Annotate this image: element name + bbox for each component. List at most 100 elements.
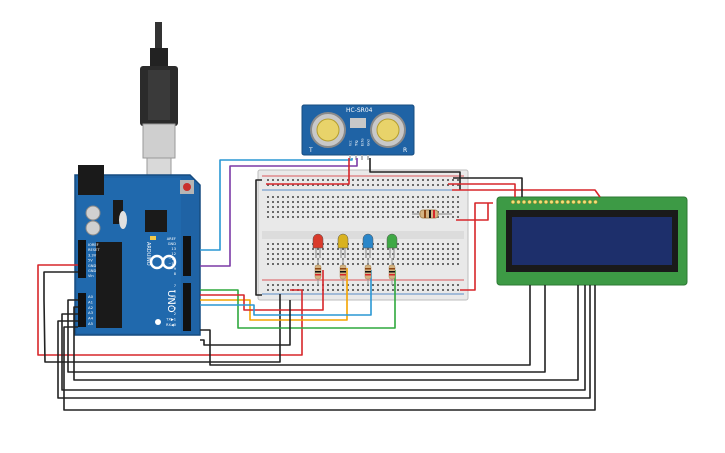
breadboard-hole [417, 284, 419, 286]
breadboard-hole [272, 284, 274, 286]
breadboard-hole [327, 243, 329, 245]
breadboard-hole [272, 196, 274, 198]
breadboard-hole [292, 184, 294, 186]
breadboard-hole [447, 216, 449, 218]
breadboard-hole [307, 263, 309, 265]
breadboard-hole [422, 248, 424, 250]
breadboard-hole [337, 201, 339, 203]
arduino-pin-labels: IOREFRESET3.3V5VGNDGNDVinA0A1A2A3A4A5ARE… [88, 237, 177, 327]
arduino-digital-pin-label: ~5 [171, 295, 176, 299]
capacitor-2 [85, 220, 101, 236]
breadboard-hole [312, 216, 314, 218]
breadboard-hole [342, 289, 344, 291]
breadboard-hole [332, 258, 334, 260]
breadboard-hole [457, 289, 459, 291]
breadboard-hole [287, 196, 289, 198]
breadboard-hole [392, 216, 394, 218]
breadboard-hole [382, 284, 384, 286]
breadboard-hole [432, 243, 434, 245]
breadboard-hole [437, 184, 439, 186]
breadboard-hole [347, 206, 349, 208]
arduino-power-pin-label: IOREF [88, 243, 99, 247]
breadboard-hole [272, 201, 274, 203]
breadboard-hole [407, 248, 409, 250]
breadboard-hole [302, 248, 304, 250]
breadboard-hole [407, 243, 409, 245]
wire-led-green [200, 270, 396, 329]
breadboard-hole [397, 184, 399, 186]
breadboard-hole [407, 184, 409, 186]
breadboard-hole [322, 201, 324, 203]
lcd-pin [516, 199, 521, 205]
wire-sensor-vcc [266, 158, 350, 185]
breadboard-hole [367, 216, 369, 218]
breadboard-hole [377, 179, 379, 181]
breadboard-hole [427, 253, 429, 255]
breadboard-hole [312, 289, 314, 291]
breadboard-hole [417, 196, 419, 198]
analog-header [78, 293, 86, 327]
usb-plug-neck [150, 48, 168, 68]
breadboard-hole [362, 211, 364, 213]
breadboard-hole [402, 184, 404, 186]
breadboard-hole [282, 216, 284, 218]
breadboard-hole [402, 243, 404, 245]
breadboard-hole [377, 248, 379, 250]
breadboard-hole [437, 206, 439, 208]
breadboard-hole [387, 289, 389, 291]
breadboard-hole [312, 253, 314, 255]
breadboard-hole [417, 263, 419, 265]
lcd-pin [510, 199, 516, 205]
breadboard-hole [372, 206, 374, 208]
breadboard-hole [457, 211, 459, 213]
breadboard-hole [352, 258, 354, 260]
wire-lcd-power [460, 202, 493, 291]
breadboard-hole [337, 258, 339, 260]
breadboard-hole [387, 263, 389, 265]
breadboard-hole [347, 196, 349, 198]
breadboard-hole [282, 248, 284, 250]
breadboard-hole [382, 258, 384, 260]
breadboard-hole [377, 253, 379, 255]
breadboard-hole [427, 248, 429, 250]
arduino-power-pin-label: RESET [88, 248, 100, 252]
lcd-pin [593, 199, 598, 205]
breadboard-hole [392, 184, 394, 186]
breadboard-hole [282, 289, 284, 291]
breadboard-hole [417, 289, 419, 291]
breadboard-hole [272, 258, 274, 260]
breadboard-hole [317, 201, 319, 203]
breadboard-hole [397, 211, 399, 213]
breadboard-hole [297, 206, 299, 208]
breadboard-hole [377, 243, 379, 245]
breadboard-hole [287, 248, 289, 250]
breadboard-hole [417, 179, 419, 181]
breadboard-hole [332, 206, 334, 208]
breadboard-hole [272, 243, 274, 245]
reset-button-cap[interactable] [183, 183, 191, 191]
breadboard-hole [437, 243, 439, 245]
breadboard-hole [457, 243, 459, 245]
breadboard-hole [332, 289, 334, 291]
breadboard-hole [327, 184, 329, 186]
wire-lcd-d7 [61, 285, 586, 391]
breadboard-hole [387, 216, 389, 218]
breadboard-hole [357, 248, 359, 250]
breadboard-hole [432, 196, 434, 198]
breadboard-hole [362, 201, 364, 203]
breadboard-hole [427, 196, 429, 198]
breadboard-hole [322, 216, 324, 218]
led-body [386, 233, 398, 249]
arduino-digital-pin-label: AREF [167, 237, 176, 241]
breadboard-hole [372, 248, 374, 250]
breadboard-hole [397, 289, 399, 291]
breadboard-hole [277, 179, 279, 181]
breadboard-hole [337, 184, 339, 186]
breadboard-hole [297, 253, 299, 255]
breadboard-hole [287, 184, 289, 186]
breadboard-hole [352, 284, 354, 286]
breadboard-hole [267, 184, 269, 186]
crystal [119, 211, 127, 229]
breadboard-hole [412, 206, 414, 208]
